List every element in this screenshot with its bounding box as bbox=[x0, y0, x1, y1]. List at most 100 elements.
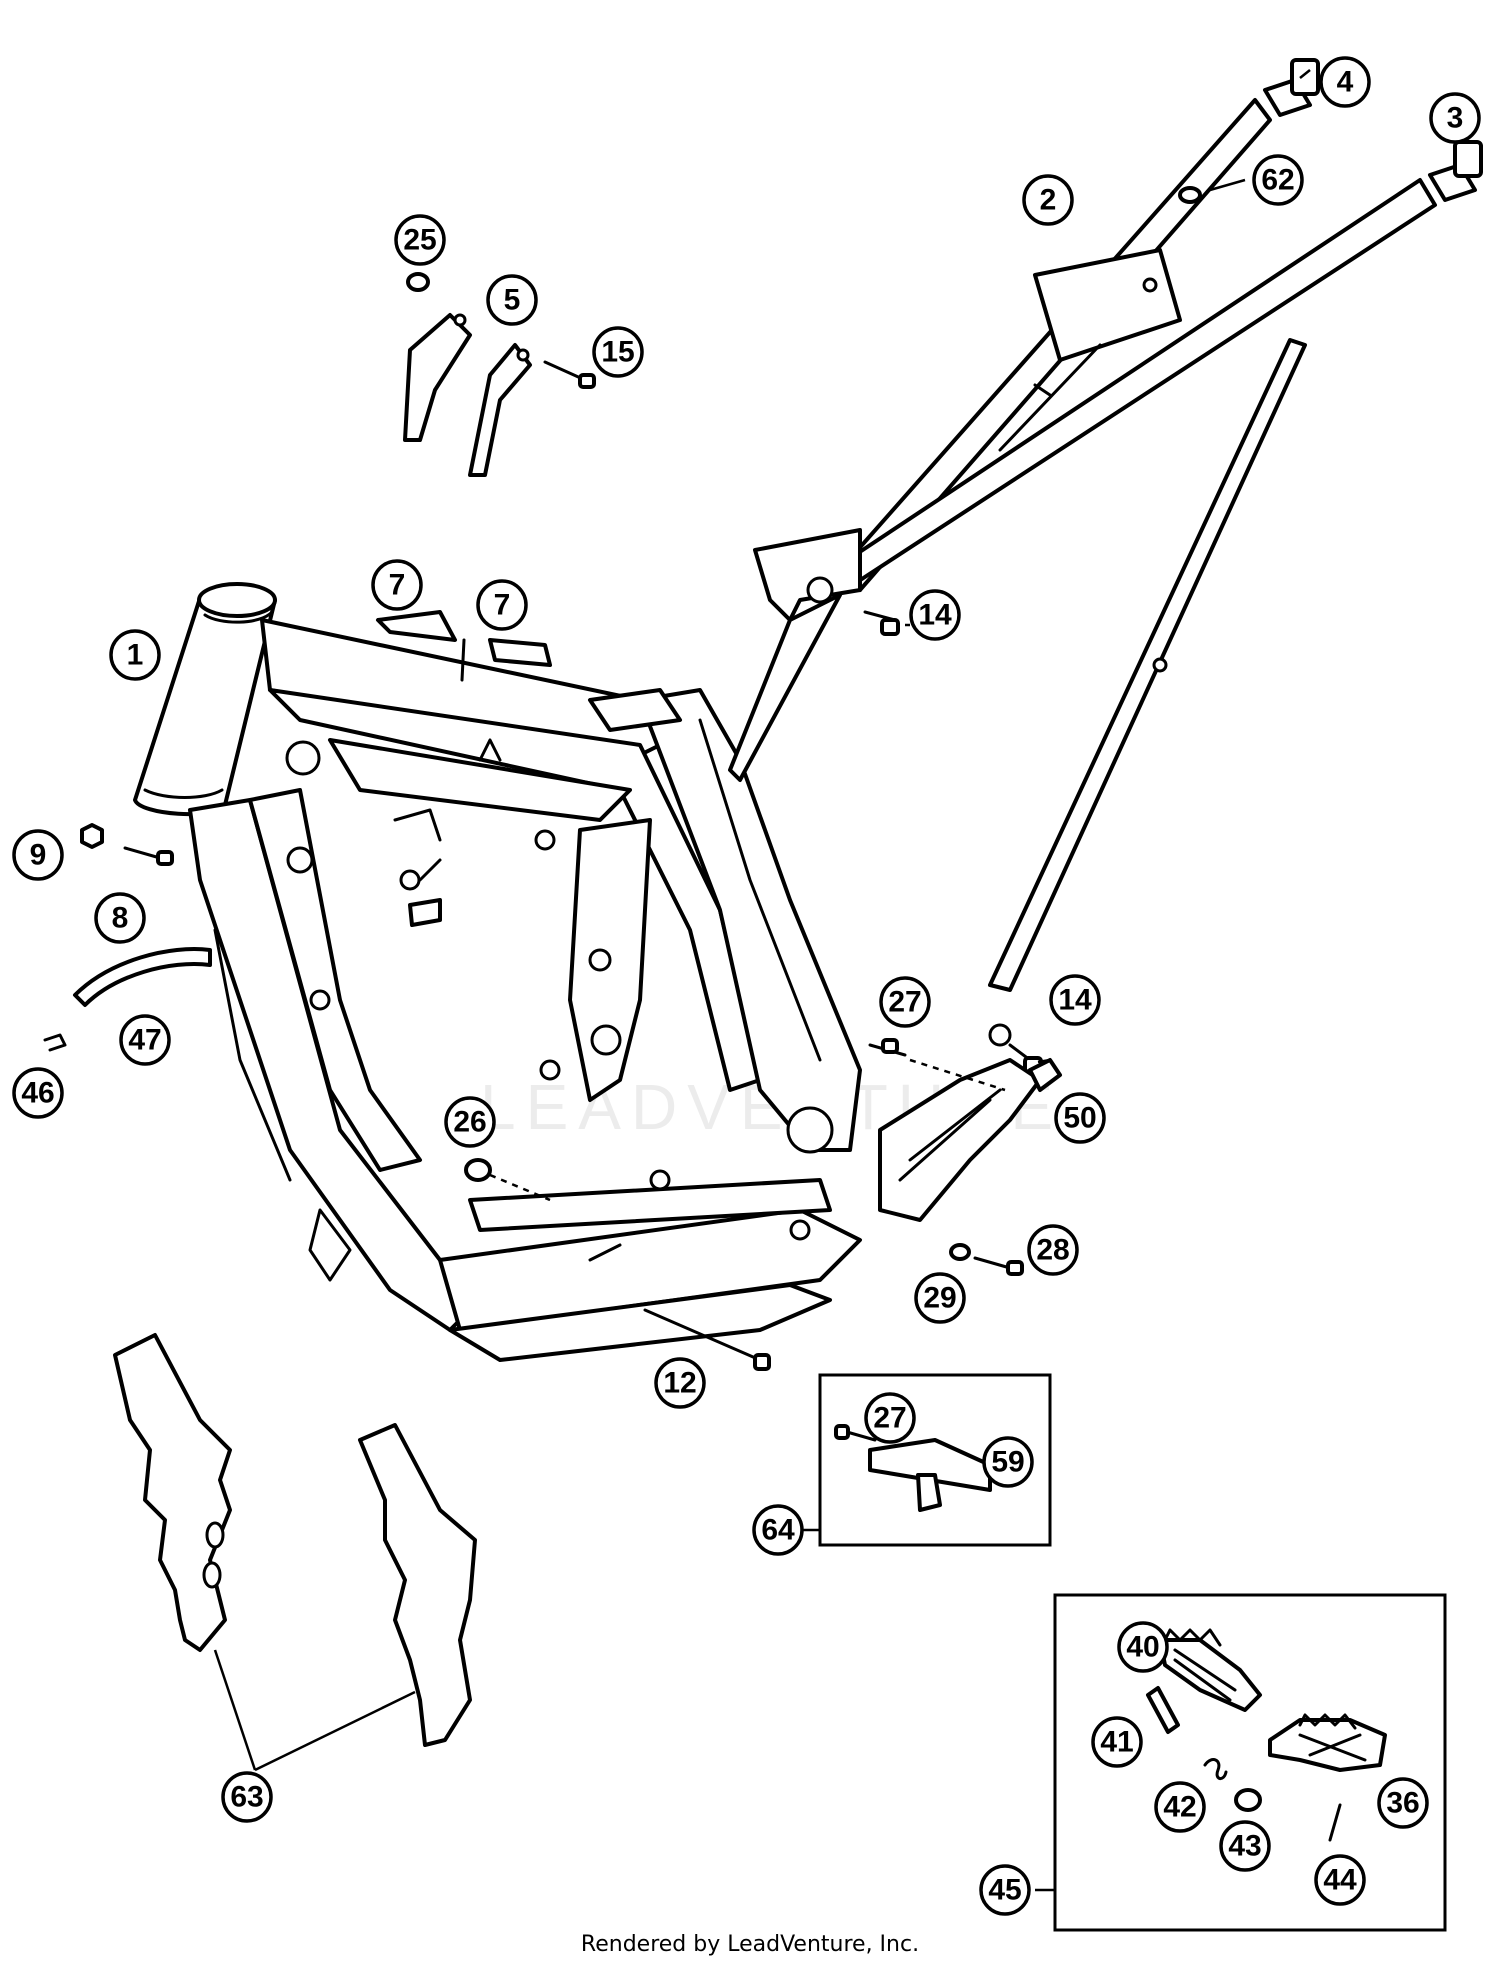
callout-36[interactable]: 36 bbox=[1377, 1777, 1429, 1829]
svg-text:1: 1 bbox=[127, 639, 144, 672]
svg-text:27: 27 bbox=[888, 986, 921, 1019]
end-plug-4[interactable] bbox=[1263, 58, 1320, 117]
svg-text:47: 47 bbox=[128, 1024, 161, 1057]
nut-9[interactable] bbox=[80, 823, 104, 849]
decal-7-right[interactable] bbox=[488, 638, 552, 667]
skid-guard-59[interactable] bbox=[868, 1438, 992, 1512]
callout-9[interactable]: 9 bbox=[12, 829, 64, 881]
svg-text:26: 26 bbox=[453, 1106, 486, 1139]
svg-text:2: 2 bbox=[1040, 184, 1057, 217]
callout-44[interactable]: 44 bbox=[1314, 1854, 1366, 1906]
callout-26[interactable]: 26 bbox=[444, 1096, 496, 1148]
kit-box-64 bbox=[818, 1373, 1052, 1547]
cotter-pin-44[interactable] bbox=[1328, 1803, 1342, 1842]
callout-5[interactable]: 5 bbox=[486, 274, 538, 326]
callout-8[interactable]: 8 bbox=[94, 892, 146, 944]
callout-63[interactable]: 63 bbox=[221, 1771, 273, 1823]
spring-42[interactable] bbox=[1203, 1758, 1228, 1780]
washer-29[interactable] bbox=[949, 1243, 971, 1261]
svg-text:50: 50 bbox=[1063, 1102, 1096, 1135]
callout-64[interactable]: 64 bbox=[752, 1504, 804, 1556]
bolt-27-upper[interactable] bbox=[868, 1038, 907, 1057]
kit-box-45 bbox=[1053, 1593, 1447, 1932]
subframe[interactable] bbox=[728, 98, 1437, 1047]
main-frame[interactable] bbox=[133, 582, 862, 1362]
footer-credit: Rendered by LeadVenture, Inc. bbox=[580, 1932, 920, 1957]
svg-text:5: 5 bbox=[504, 284, 521, 317]
callout-4[interactable]: 4 bbox=[1319, 56, 1371, 108]
callout-41[interactable]: 41 bbox=[1091, 1716, 1143, 1768]
svg-text:64: 64 bbox=[761, 1514, 795, 1547]
svg-text:40: 40 bbox=[1126, 1631, 1159, 1664]
callout-12[interactable]: 12 bbox=[654, 1357, 706, 1409]
bolt-8[interactable] bbox=[123, 846, 174, 866]
svg-text:28: 28 bbox=[1036, 1234, 1069, 1267]
callout-50[interactable]: 50 bbox=[1054, 1092, 1106, 1144]
frame-protector-63-right[interactable] bbox=[358, 1423, 477, 1747]
clip-46[interactable] bbox=[43, 1033, 67, 1052]
bolt-12[interactable] bbox=[643, 1308, 771, 1371]
svg-text:59: 59 bbox=[991, 1446, 1024, 1479]
bracket-5[interactable] bbox=[468, 343, 532, 477]
svg-text:42: 42 bbox=[1163, 1791, 1196, 1824]
callout-15[interactable]: 15 bbox=[592, 326, 644, 378]
svg-text:15: 15 bbox=[601, 336, 634, 369]
svg-text:29: 29 bbox=[923, 1282, 956, 1315]
footpeg-40[interactable] bbox=[1158, 1628, 1262, 1712]
callout-27b[interactable]: 27 bbox=[864, 1392, 916, 1444]
bolt-27-kit[interactable] bbox=[834, 1424, 877, 1442]
hose-47[interactable] bbox=[73, 947, 212, 1007]
callout-3[interactable]: 3 bbox=[1429, 92, 1481, 144]
svg-text:36: 36 bbox=[1386, 1787, 1419, 1820]
callout-28[interactable]: 28 bbox=[1027, 1224, 1079, 1276]
callout-59[interactable]: 59 bbox=[982, 1436, 1034, 1488]
svg-text:14: 14 bbox=[918, 599, 952, 632]
bolt-15[interactable] bbox=[543, 360, 596, 389]
footpeg-36[interactable] bbox=[1268, 1713, 1387, 1772]
svg-text:12: 12 bbox=[663, 1367, 696, 1400]
washer-43[interactable] bbox=[1234, 1788, 1262, 1812]
end-plug-3[interactable] bbox=[1428, 140, 1483, 202]
callout-2[interactable]: 2 bbox=[1022, 174, 1074, 226]
callout-47[interactable]: 47 bbox=[119, 1014, 171, 1066]
svg-text:8: 8 bbox=[112, 902, 129, 935]
callout-40[interactable]: 40 bbox=[1117, 1621, 1169, 1673]
bracket-25[interactable] bbox=[403, 272, 472, 442]
svg-text:7: 7 bbox=[494, 589, 511, 622]
nut-62[interactable] bbox=[1178, 186, 1202, 204]
svg-text:4: 4 bbox=[1337, 66, 1354, 99]
nut-26[interactable] bbox=[464, 1158, 492, 1182]
callout-27a[interactable]: 27 bbox=[879, 976, 931, 1028]
svg-text:43: 43 bbox=[1228, 1830, 1261, 1863]
callout-46[interactable]: 46 bbox=[12, 1067, 64, 1119]
callout-7b[interactable]: 7 bbox=[476, 579, 528, 631]
svg-text:62: 62 bbox=[1261, 164, 1294, 197]
svg-text:63: 63 bbox=[230, 1781, 263, 1814]
callout-14a[interactable]: 14 bbox=[909, 589, 961, 641]
callout-43[interactable]: 43 bbox=[1219, 1820, 1271, 1872]
svg-text:14: 14 bbox=[1058, 984, 1092, 1017]
frame-protector-63-left[interactable] bbox=[113, 1333, 232, 1652]
svg-text:25: 25 bbox=[403, 224, 436, 257]
callout-45[interactable]: 45 bbox=[979, 1864, 1031, 1916]
svg-text:27: 27 bbox=[873, 1402, 906, 1435]
svg-text:46: 46 bbox=[21, 1077, 54, 1110]
bolt-14-upper[interactable] bbox=[863, 610, 900, 636]
callout-7a[interactable]: 7 bbox=[371, 559, 423, 611]
skid-guard-50[interactable] bbox=[878, 1058, 1062, 1222]
svg-text:45: 45 bbox=[988, 1874, 1021, 1907]
callout-14b[interactable]: 14 bbox=[1049, 974, 1101, 1026]
decal-7-left[interactable] bbox=[376, 610, 457, 642]
callout-62[interactable]: 62 bbox=[1252, 154, 1304, 206]
callout-42[interactable]: 42 bbox=[1154, 1781, 1206, 1833]
callout-1[interactable]: 1 bbox=[109, 629, 161, 681]
callout-29[interactable]: 29 bbox=[914, 1272, 966, 1324]
svg-text:3: 3 bbox=[1447, 102, 1464, 135]
svg-text:7: 7 bbox=[389, 569, 406, 602]
svg-text:44: 44 bbox=[1323, 1864, 1357, 1897]
pin-41[interactable] bbox=[1146, 1686, 1180, 1734]
callout-25[interactable]: 25 bbox=[394, 214, 446, 266]
svg-text:9: 9 bbox=[30, 839, 47, 872]
bolt-28[interactable] bbox=[973, 1256, 1024, 1276]
